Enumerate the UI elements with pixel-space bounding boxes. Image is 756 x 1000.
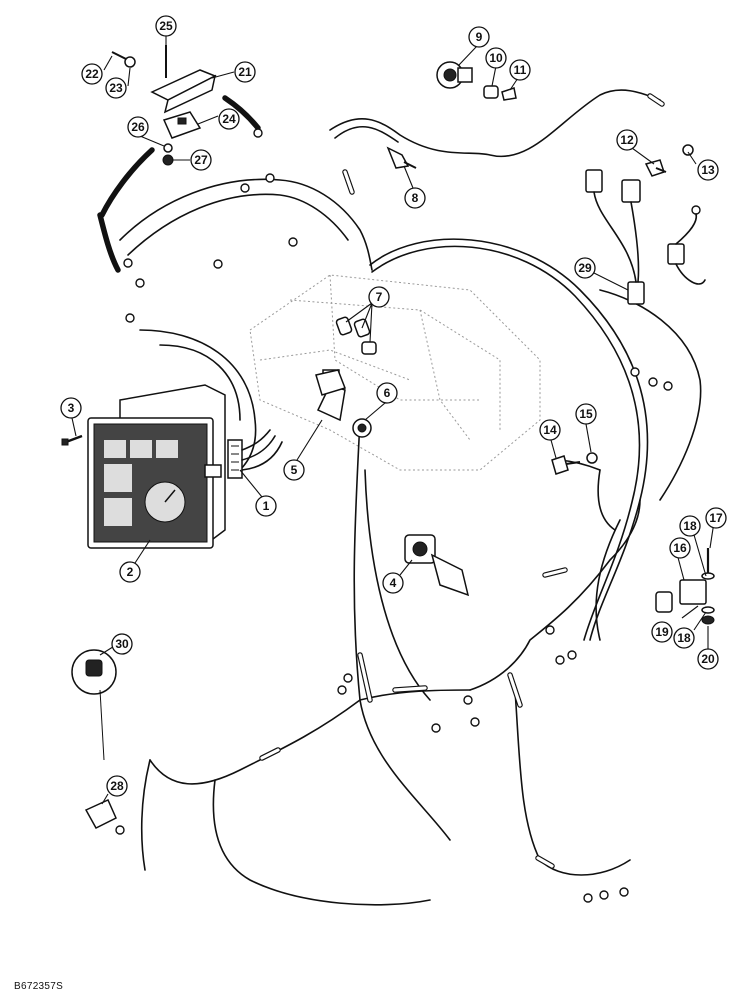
callout-26: 26 (127, 116, 149, 138)
callout-label: 22 (85, 67, 99, 81)
callout-label: 24 (222, 112, 236, 126)
callout-17: 17 (705, 507, 727, 529)
callout-label: 8 (412, 191, 419, 205)
callout-30: 30 (111, 633, 133, 655)
callout-label: 6 (384, 386, 391, 400)
callout-label: 29 (578, 261, 592, 275)
callout-9: 9 (468, 26, 490, 48)
sender-14 (551, 455, 581, 475)
callout-label: 2 (127, 565, 134, 579)
callout-label: 16 (673, 541, 687, 555)
callout-label: 18 (683, 519, 697, 533)
callout-22: 22 (81, 63, 103, 85)
callout-label: 18 (677, 631, 691, 645)
relay-connectors (585, 169, 706, 305)
callout-20: 20 (697, 648, 719, 670)
callout-12: 12 (616, 129, 638, 151)
callout-label: 1 (263, 499, 270, 513)
callout-label: 3 (68, 401, 75, 415)
switch-4 (404, 534, 470, 597)
cluster-connector (204, 429, 283, 479)
callout-label: 11 (514, 63, 527, 77)
ring-terminals (115, 128, 701, 903)
clip-13 (682, 144, 694, 156)
harness-sleeves (97, 93, 665, 869)
callout-27: 27 (190, 149, 212, 171)
callout-label: 21 (238, 65, 252, 79)
callout-label: 28 (110, 779, 124, 793)
callout-label: 13 (701, 163, 715, 177)
callout-18-bottom: 18 (673, 627, 695, 649)
callout-label: 25 (159, 19, 173, 33)
callout-29: 29 (574, 257, 596, 279)
callout-label: 4 (390, 576, 397, 590)
gauge-9 (436, 61, 473, 89)
detail-30 (71, 649, 117, 761)
callout-19: 19 (651, 621, 673, 643)
callout-14: 14 (539, 419, 561, 441)
callout-25: 25 (155, 15, 177, 37)
screws-22-23-25 (111, 45, 167, 78)
callout-label: 5 (291, 463, 298, 477)
callout-16: 16 (669, 537, 691, 559)
callout-label: 19 (655, 625, 669, 639)
callout-3: 3 (60, 397, 82, 419)
sender-8 (386, 146, 417, 169)
callout-label: 30 (115, 637, 129, 651)
callout-21: 21 (234, 61, 256, 83)
callout-24: 24 (218, 108, 240, 130)
callout-label: 10 (489, 51, 503, 65)
screw-3 (61, 434, 83, 446)
instrument-cluster (87, 384, 226, 549)
switch-24 (162, 111, 202, 139)
background-outline (249, 274, 541, 471)
callout-15: 15 (575, 403, 597, 425)
callout-label: 26 (131, 120, 145, 134)
callout-6: 6 (376, 382, 398, 404)
sender-10 (483, 85, 499, 99)
callout-label: 20 (701, 652, 715, 666)
callout-28: 28 (106, 775, 128, 797)
callout-1: 1 (255, 495, 277, 517)
callout-label: 15 (579, 407, 593, 421)
callout-4: 4 (382, 572, 404, 594)
nut-26-27 (162, 143, 174, 166)
callout-5: 5 (283, 459, 305, 481)
leader-lines (71, 30, 715, 805)
callout-18-top: 18 (679, 515, 701, 537)
callout-label: 14 (543, 423, 557, 437)
key-switch (352, 418, 372, 438)
sender-11 (501, 87, 517, 101)
drawing-reference-code: B672357S (14, 981, 64, 992)
callout-23: 23 (105, 77, 127, 99)
bracket-21 (150, 69, 217, 114)
callout-8: 8 (404, 187, 426, 209)
callout-7: 7 (368, 286, 390, 308)
callout-label: 7 (376, 290, 383, 304)
callout-11: 11 (509, 59, 531, 81)
relay-16 (655, 579, 707, 613)
callout-label: 12 (620, 133, 634, 147)
ignition-key (315, 369, 346, 422)
fasteners-17-20 (701, 548, 715, 625)
callout-13: 13 (697, 159, 719, 181)
callout-label: 23 (109, 81, 123, 95)
clip-15 (586, 452, 598, 464)
callout-label: 9 (476, 30, 483, 44)
sender-28 (84, 799, 117, 829)
callout-label: 27 (194, 153, 208, 167)
callout-label: 17 (709, 511, 723, 525)
sender-12 (644, 159, 667, 177)
callout-2: 2 (119, 561, 141, 583)
callout-10: 10 (485, 47, 507, 69)
